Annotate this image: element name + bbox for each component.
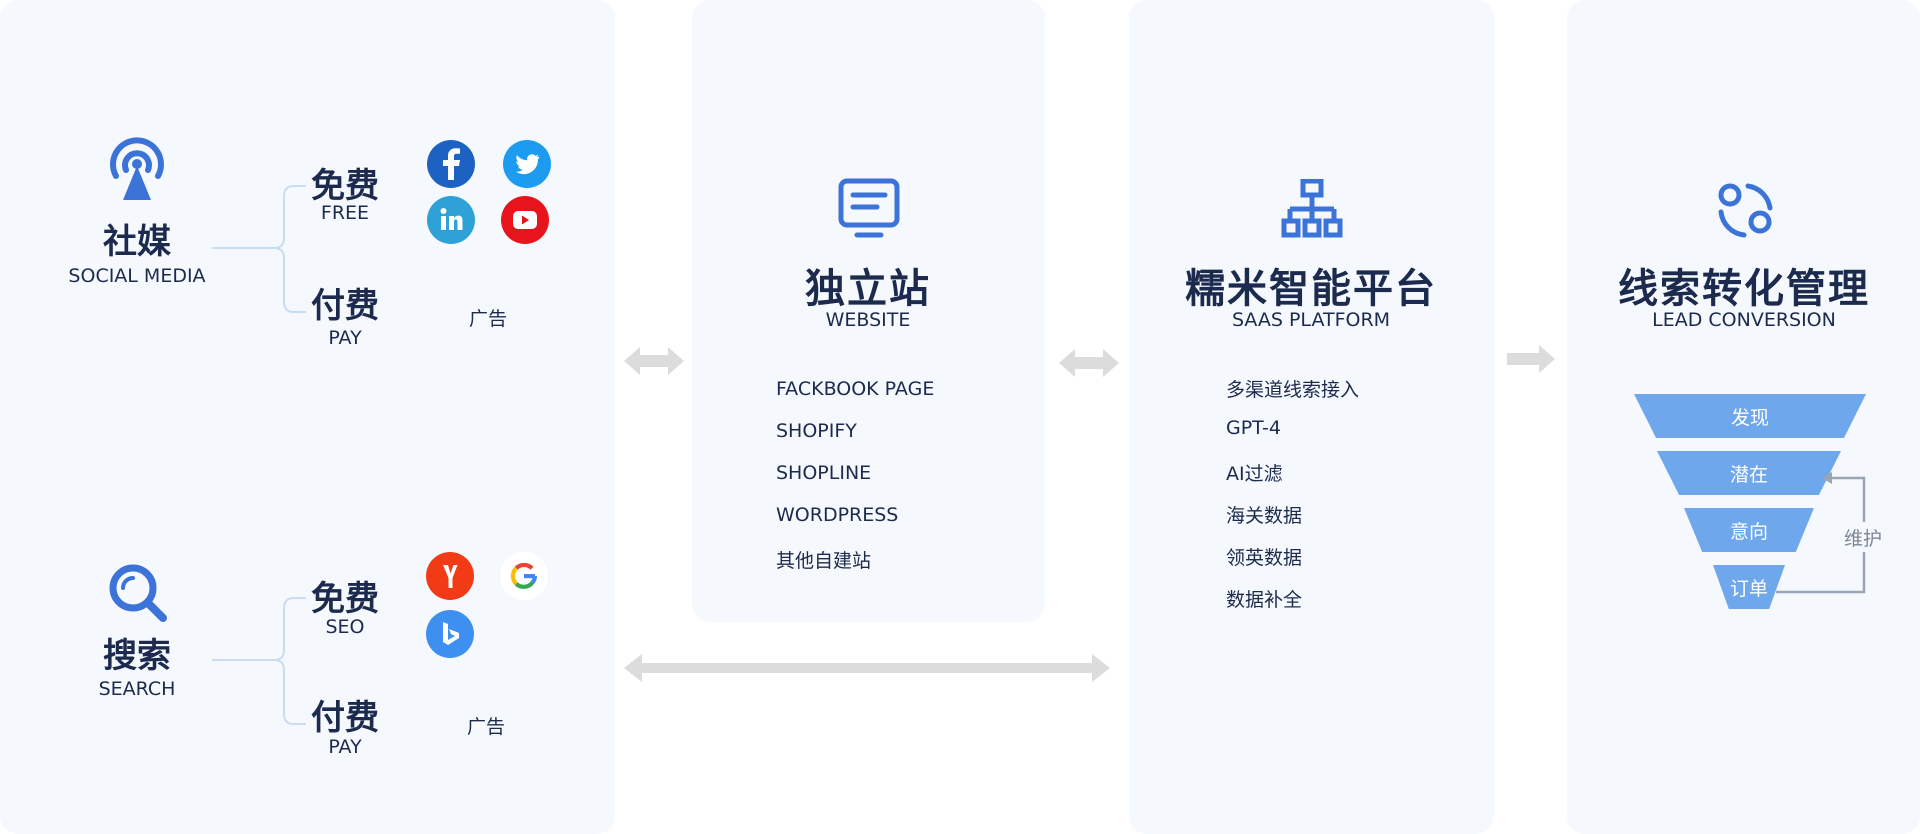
search-pay-sub: PAY xyxy=(328,736,362,758)
linkedin-logo[interactable] xyxy=(427,196,475,244)
youtube-logo[interactable] xyxy=(501,196,549,244)
website-item: WORDPRESS xyxy=(776,504,899,526)
funnel-step-potential: 潜在 xyxy=(1657,451,1841,495)
funnel-step-intent: 意向 xyxy=(1684,508,1814,552)
facebook-logo[interactable] xyxy=(427,140,475,188)
social-title: 社媒 xyxy=(103,222,171,262)
funnel-step-discover: 发现 xyxy=(1634,394,1866,438)
double-arrow-channels-website xyxy=(624,347,684,375)
website-item: FACKBOOK PAGE xyxy=(776,378,935,400)
website-item: SHOPLINE xyxy=(776,462,872,484)
maintain-label: 维护 xyxy=(1844,528,1883,550)
social-pay-title: 付费 xyxy=(311,286,379,326)
search-ad-label: 广告 xyxy=(467,716,506,738)
lead-title: 线索转化管理 xyxy=(1618,266,1870,312)
search-free-sub: SEO xyxy=(325,616,365,638)
social-pay-sub: PAY xyxy=(328,327,362,349)
social-ad-label: 广告 xyxy=(469,308,508,330)
saas-item: GPT-4 xyxy=(1226,417,1281,439)
saas-item: AI过滤 xyxy=(1226,463,1283,485)
twitter-logo[interactable] xyxy=(503,140,551,188)
social-free-sub: FREE xyxy=(320,202,370,224)
website-monitor-icon xyxy=(837,178,901,240)
bing-logo[interactable] xyxy=(426,610,474,658)
yandex-logo[interactable] xyxy=(426,552,474,600)
website-title: 独立站 xyxy=(805,266,931,312)
double-arrow-website-saas xyxy=(1059,349,1119,377)
search-title: 搜索 xyxy=(103,636,171,676)
website-item: SHOPIFY xyxy=(776,420,857,442)
long-double-arrow-channels-saas xyxy=(624,654,1110,682)
lead-subtitle: LEAD CONVERSION xyxy=(1652,309,1836,331)
search-branch-connector xyxy=(212,597,306,725)
saas-panel xyxy=(1129,0,1494,834)
sitemap-icon xyxy=(1281,178,1343,241)
search-pay-title: 付费 xyxy=(311,698,379,738)
saas-item: 多渠道线索接入 xyxy=(1226,379,1360,401)
conversion-icon xyxy=(1714,178,1776,240)
website-item: 其他自建站 xyxy=(776,550,872,572)
social-subtitle: SOCIAL MEDIA xyxy=(68,265,206,287)
saas-item: 海关数据 xyxy=(1226,505,1303,527)
saas-subtitle: SAAS PLATFORM xyxy=(1231,309,1391,331)
saas-title: 糯米智能平台 xyxy=(1185,266,1437,312)
google-logo[interactable] xyxy=(500,552,548,600)
social-branch-connector xyxy=(212,185,306,313)
saas-item: 数据补全 xyxy=(1226,589,1303,611)
social-free-title: 免费 xyxy=(311,166,379,206)
arrow-saas-lead xyxy=(1507,345,1555,373)
search-icon xyxy=(107,562,169,624)
website-panel xyxy=(692,0,1045,622)
saas-item: 领英数据 xyxy=(1226,547,1303,569)
maintain-loop-arrow xyxy=(1776,472,1870,594)
social-media-icon xyxy=(106,136,168,202)
search-subtitle: SEARCH xyxy=(98,678,176,700)
website-subtitle: WEBSITE xyxy=(825,309,911,331)
search-free-title: 免费 xyxy=(311,579,379,619)
channels-panel xyxy=(0,0,615,834)
